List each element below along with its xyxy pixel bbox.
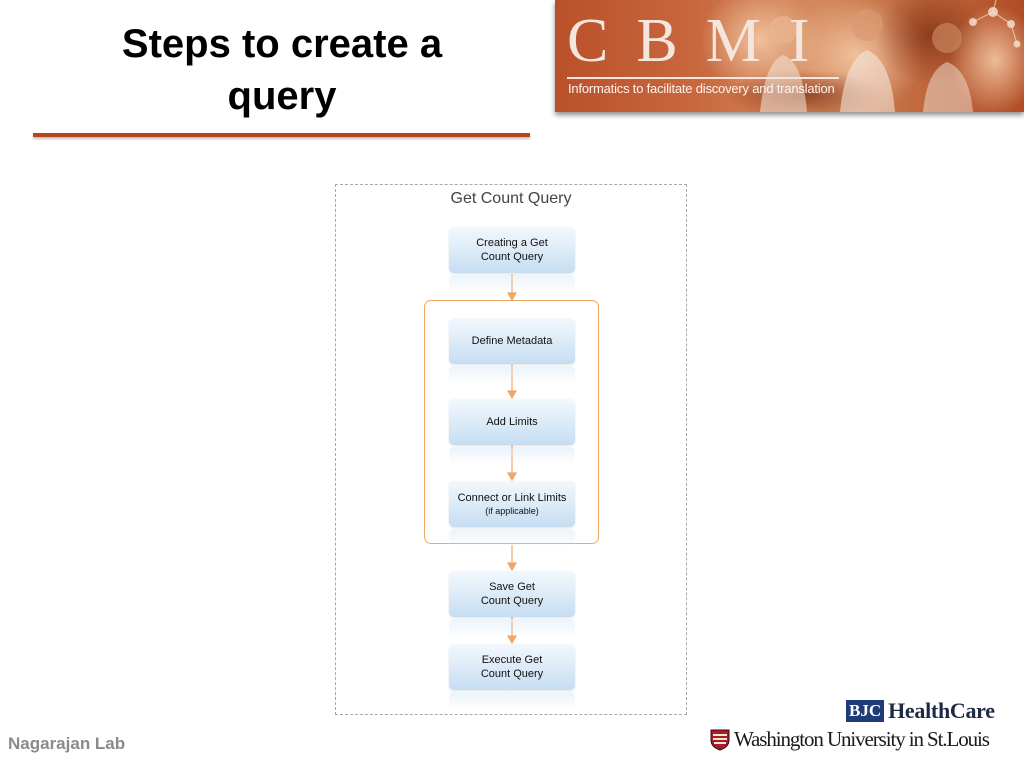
bjc-healthcare-logo: BJC HealthCare (846, 698, 995, 724)
slide-title: Steps to create a query (34, 18, 530, 122)
step-label: Count Query (480, 595, 544, 607)
step-label: Creating a Get (476, 237, 548, 249)
banner-letter: I (788, 7, 812, 75)
banner-letter: B (636, 7, 680, 75)
diagram-title: Get Count Query (450, 190, 572, 207)
banner-letter: C (567, 7, 611, 75)
bjc-text: HealthCare (888, 698, 995, 723)
banner-photo-collage (700, 0, 1024, 112)
step-add-limits: Add Limits (449, 399, 575, 465)
step-save-query: Save Get Count Query (449, 571, 575, 637)
banner-tagline: Informatics to facilitate discovery and … (568, 81, 835, 96)
slide-title-line-2: query (227, 74, 337, 118)
step-label: Execute Get (481, 654, 543, 666)
title-underline (33, 133, 530, 137)
step-connect-limits: Connect or Link Limits (if applicable) (449, 481, 575, 547)
step-label: Add Limits (486, 416, 538, 428)
banner-letter: M (705, 7, 763, 75)
bjc-mark: BJC (846, 700, 885, 722)
step-label: Connect or Link Limits (457, 492, 567, 504)
step-note: (if applicable) (485, 506, 539, 516)
footer-lab-name: Nagarajan Lab (8, 734, 126, 753)
step-label: Save Get (489, 581, 535, 593)
washington-university-text: Washington University in St.Louis (734, 727, 990, 751)
step-create-query: Creating a Get Count Query (449, 227, 575, 293)
diagram-frame (335, 184, 687, 715)
slide-title-line-1: Steps to create a (121, 22, 443, 66)
shield-icon (710, 729, 730, 751)
banner-divider (567, 77, 839, 79)
step-define-metadata: Define Metadata (449, 318, 575, 384)
washington-university-logo: Washington University in St.Louis (710, 727, 990, 752)
step-label: Count Query (480, 251, 544, 263)
step-label: Count Query (480, 668, 544, 680)
step-execute-query: Execute Get Count Query (449, 644, 575, 710)
step-label: Define Metadata (471, 335, 553, 347)
